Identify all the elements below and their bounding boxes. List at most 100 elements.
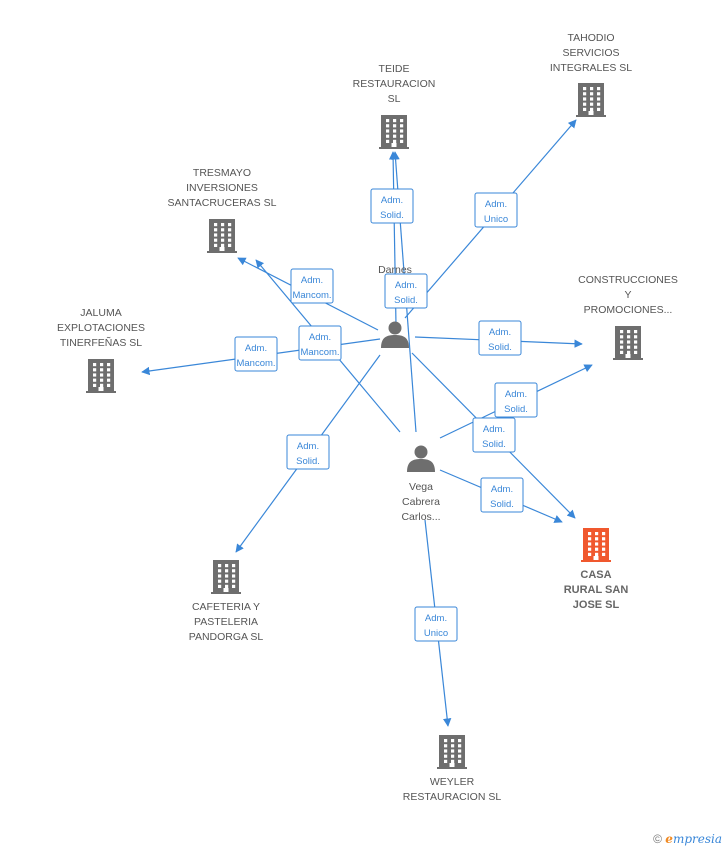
badge-box: [290, 268, 334, 304]
company-node-construcciones[interactable]: CONSTRUCCIONES Y PROMOCIONES...: [578, 274, 678, 360]
node-label-cafeteria: CAFETERIA Y: [192, 601, 260, 613]
badge-label: Solid.: [482, 439, 506, 450]
relation-badge[interactable]: Adm. Solid.: [370, 188, 414, 224]
node-label-jaluma: TINERFEÑAS SL: [60, 336, 142, 349]
badge-label: Adm.: [425, 613, 447, 624]
node-label-construcciones: PROMOCIONES...: [584, 304, 673, 316]
person-icon: [381, 321, 409, 348]
company-node-casa-rural[interactable]: CASA RURAL SAN JOSE SL: [564, 528, 629, 611]
badge-box: [480, 477, 524, 513]
node-label-tresmayo: INVERSIONES: [186, 182, 258, 194]
copyright-icon: ©: [653, 832, 662, 846]
badge-box: [384, 273, 428, 309]
company-node-cafeteria[interactable]: CAFETERIA Y PASTELERIA PANDORGA SL: [189, 560, 264, 643]
badge-label: Adm.: [297, 441, 319, 452]
badge-label: Adm.: [491, 484, 513, 495]
badge-label: Solid.: [504, 404, 528, 415]
node-label-tresmayo: TRESMAYO: [193, 167, 251, 179]
building-icon: [581, 528, 611, 562]
brand-logo: empresia: [665, 832, 722, 846]
node-label-tahodio: SERVICIOS: [563, 47, 620, 59]
building-icon: [211, 560, 241, 594]
node-label-tahodio: TAHODIO: [567, 32, 614, 44]
badge-label: Adm.: [489, 327, 511, 338]
node-label-teide: RESTAURACION: [353, 78, 436, 90]
company-node-tresmayo[interactable]: TRESMAYO INVERSIONES SANTACRUCERAS SL: [168, 167, 277, 253]
relation-badge[interactable]: Adm. Solid.: [472, 417, 516, 453]
badge-label: Unico: [484, 214, 508, 225]
badge-box: [286, 434, 330, 470]
badge-label: Adm.: [245, 343, 267, 354]
node-label-jaluma: EXPLOTACIONES: [57, 322, 145, 334]
badge-label: Solid.: [488, 342, 512, 353]
node-label-teide: TEIDE: [379, 63, 410, 75]
badge-label: Solid.: [380, 210, 404, 221]
badge-label: Mancom.: [236, 358, 275, 369]
node-label-casa_rural: RURAL SAN: [564, 584, 629, 596]
footer-brand[interactable]: © empresia: [653, 832, 722, 846]
badge-label: Solid.: [296, 456, 320, 467]
nodes-layer: TEIDE RESTAURACION SL TAHODIO SERVICIOS INTEG…: [57, 32, 678, 803]
relation-badge[interactable]: Adm. Solid.: [286, 434, 330, 470]
relation-badge[interactable]: Adm. Solid.: [480, 477, 524, 513]
badge-box: [472, 417, 516, 453]
relation-badge[interactable]: Adm. Solid.: [494, 382, 538, 418]
node-label-vega: Vega: [409, 481, 433, 493]
building-icon: [207, 219, 237, 253]
badge-label: Mancom.: [292, 290, 331, 301]
node-label-casa_rural: CASA: [580, 569, 611, 581]
badge-label: Adm.: [395, 280, 417, 291]
node-label-tahodio: INTEGRALES SL: [550, 62, 632, 74]
badge-label: Adm.: [483, 424, 505, 435]
node-label-construcciones: Y: [624, 289, 631, 301]
badge-box: [370, 188, 414, 224]
building-icon: [379, 115, 409, 149]
badge-label: Adm.: [381, 195, 403, 206]
badge-box: [474, 192, 518, 228]
relation-badge[interactable]: Adm. Solid.: [384, 273, 428, 309]
building-icon: [576, 83, 606, 117]
node-label-weyler: RESTAURACION SL: [403, 791, 502, 803]
relation-badge[interactable]: Adm. Unico: [474, 192, 518, 228]
person-icon: [407, 445, 435, 472]
badge-label: Adm.: [301, 275, 323, 286]
relation-badge[interactable]: Adm. Mancom.: [234, 336, 278, 372]
badge-box: [234, 336, 278, 372]
badge-label: Adm.: [505, 389, 527, 400]
badge-label: Solid.: [490, 499, 514, 510]
company-node-weyler[interactable]: WEYLER RESTAURACION SL: [403, 735, 502, 803]
node-label-casa_rural: JOSE SL: [573, 599, 620, 611]
node-label-cafeteria: PANDORGA SL: [189, 631, 264, 643]
node-label-vega: Cabrera: [402, 496, 440, 508]
badge-box: [494, 382, 538, 418]
relation-badge[interactable]: Adm. Mancom.: [298, 325, 342, 361]
company-node-teide[interactable]: TEIDE RESTAURACION SL: [353, 63, 436, 149]
badges-layer: Adm.Solid.Adm.UnicoAdm.Mancom.Adm.Mancom…: [234, 188, 538, 642]
badge-label: Solid.: [394, 295, 418, 306]
company-node-jaluma[interactable]: JALUMA EXPLOTACIONES TINERFEÑAS SL: [57, 307, 145, 393]
badge-box: [298, 325, 342, 361]
node-label-vega: Carlos...: [401, 511, 440, 523]
badge-label: Adm.: [309, 332, 331, 343]
node-label-construcciones: CONSTRUCCIONES: [578, 274, 678, 286]
badge-label: Mancom.: [300, 347, 339, 358]
building-icon: [437, 735, 467, 769]
node-label-darnes: Darnes: [378, 264, 412, 276]
node-label-tresmayo: SANTACRUCERAS SL: [168, 197, 277, 209]
badge-label: Adm.: [485, 199, 507, 210]
node-label-teide: SL: [388, 93, 401, 105]
badge-box: [414, 606, 458, 642]
badge-box: [478, 320, 522, 356]
building-icon: [86, 359, 116, 393]
building-icon: [613, 326, 643, 360]
relation-badge[interactable]: Adm. Mancom.: [290, 268, 334, 304]
node-label-cafeteria: PASTELERIA: [194, 616, 258, 628]
node-label-jaluma: JALUMA: [80, 307, 121, 319]
company-node-tahodio[interactable]: TAHODIO SERVICIOS INTEGRALES SL: [550, 32, 632, 117]
relation-badge[interactable]: Adm. Unico: [414, 606, 458, 642]
person-node-vega[interactable]: VegaCabreraCarlos...: [401, 445, 441, 524]
badge-label: Unico: [424, 628, 448, 639]
node-label-weyler: WEYLER: [430, 776, 475, 788]
relation-badge[interactable]: Adm. Solid.: [478, 320, 522, 356]
